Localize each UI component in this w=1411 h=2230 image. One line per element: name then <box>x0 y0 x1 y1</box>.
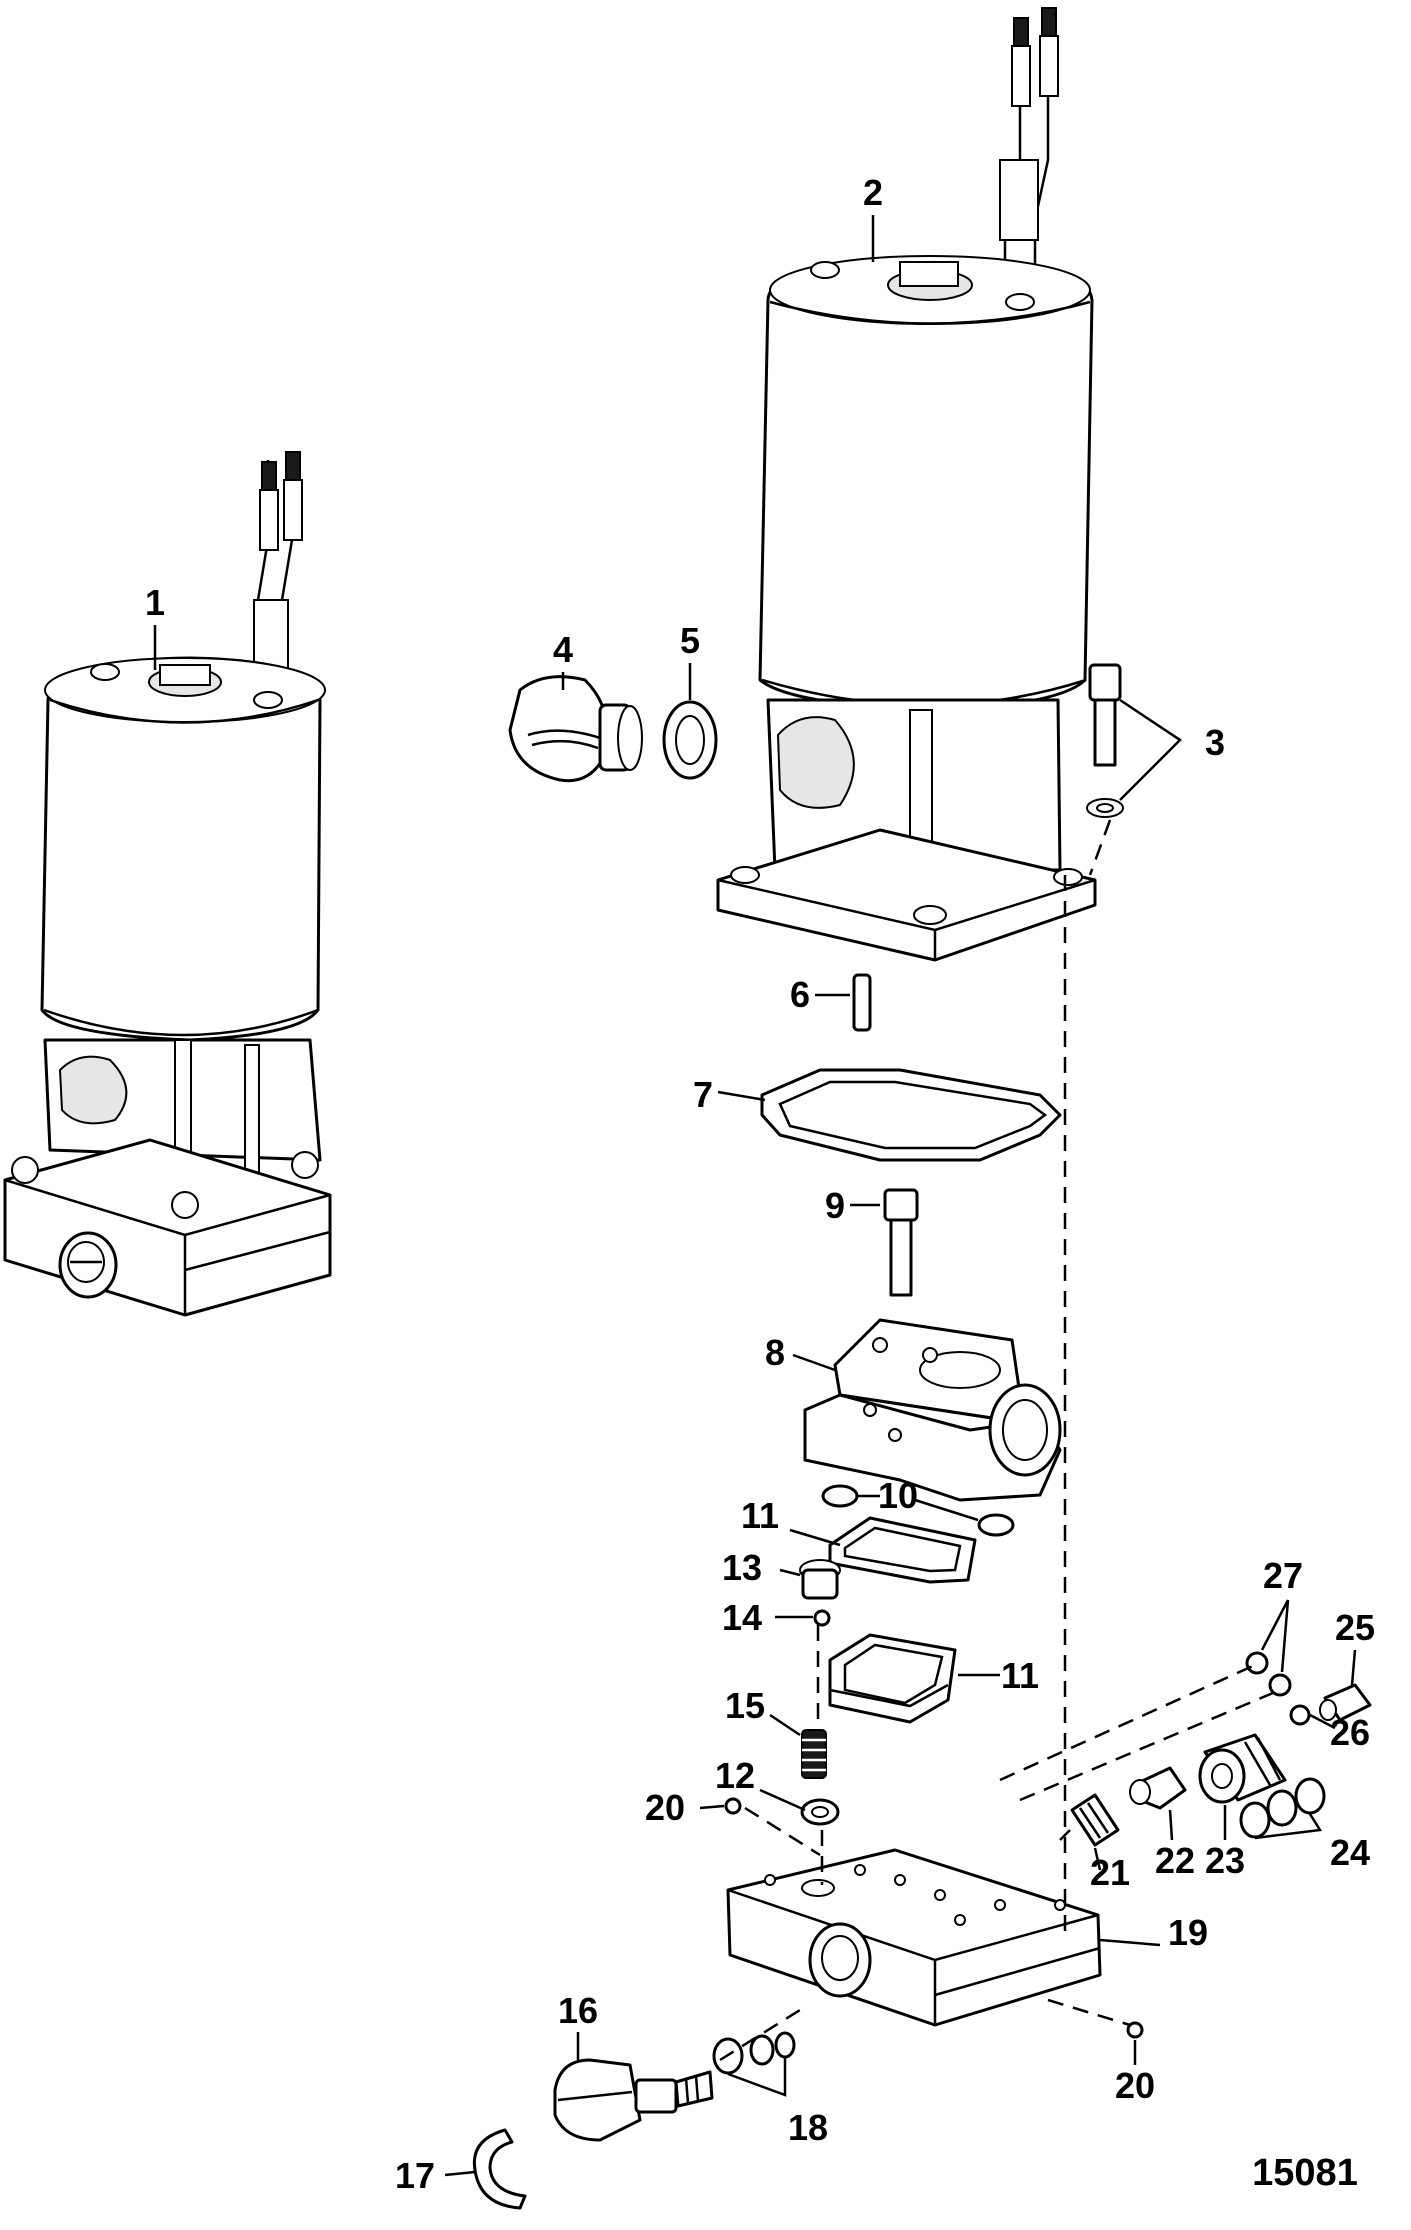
part-23-spool-valve <box>1198 1733 1287 1804</box>
callout-4: 4 <box>553 629 573 670</box>
part-18-o-rings <box>712 2031 796 2075</box>
callout-27: 27 <box>1263 1555 1303 1596</box>
callout-11-lower: 11 <box>1001 1655 1039 1696</box>
callout-7: 7 <box>693 1074 713 1115</box>
callout-3: 3 <box>1205 722 1225 763</box>
part-11-filter <box>828 1633 957 1724</box>
part-7-gasket <box>760 1068 1062 1162</box>
part-1-motor-assembly <box>3 451 332 1317</box>
callout-labels: 1 2 3 4 5 6 7 8 9 10 11 13 14 11 15 12 2… <box>145 172 1375 2196</box>
callout-18: 18 <box>788 2107 828 2148</box>
leader-lines <box>153 215 1357 2177</box>
callout-17: 17 <box>395 2155 435 2196</box>
callout-20-left: 20 <box>645 1787 685 1828</box>
part-3-screw-washer <box>1086 663 1124 818</box>
callout-20-right: 20 <box>1115 2065 1155 2106</box>
part-17-retaining-clip <box>472 2128 527 2210</box>
callout-24: 24 <box>1330 1832 1370 1873</box>
callout-16: 16 <box>558 1990 598 2031</box>
callout-19: 19 <box>1168 1912 1208 1953</box>
callout-1: 1 <box>145 582 165 623</box>
part-5-seal-washer <box>662 700 718 780</box>
part-25-check-valve <box>1319 1683 1372 1722</box>
callout-5: 5 <box>680 620 700 661</box>
part-10-o-rings <box>821 1484 1015 1537</box>
callout-13: 13 <box>722 1547 762 1588</box>
part-13-plug <box>799 1559 841 1600</box>
part-11-gasket-upper <box>828 1516 977 1584</box>
callout-22: 22 <box>1155 1840 1195 1881</box>
callout-9: 9 <box>825 1185 845 1226</box>
part-20-balls <box>724 1797 1144 2039</box>
callout-2: 2 <box>863 172 883 213</box>
part-24-o-rings <box>1239 1777 1326 1839</box>
callout-23: 23 <box>1205 1840 1245 1881</box>
part-22-fitting <box>1129 1766 1187 1810</box>
part-16-manual-release-valve <box>553 2058 714 2142</box>
part-9-screw <box>883 1188 919 1297</box>
callout-25: 25 <box>1335 1607 1375 1648</box>
figure-number: 15081 <box>1252 2152 1358 2194</box>
part-19-valve-body <box>726 1848 1102 2027</box>
part-14-ball <box>813 1609 831 1627</box>
callout-26: 26 <box>1330 1712 1370 1753</box>
alignment-lines <box>719 819 1281 2062</box>
callout-11-upper: 11 <box>741 1495 779 1536</box>
part-4-fill-plug <box>508 675 643 783</box>
callout-10: 10 <box>878 1475 918 1516</box>
part-2-pump-motor <box>716 7 1097 962</box>
part-15-spring <box>801 1729 827 1779</box>
part-12-washer <box>800 1798 840 1826</box>
part-26-27-o-rings <box>1245 1651 1311 1726</box>
callout-6: 6 <box>790 974 810 1015</box>
part-21-set-screw <box>1070 1793 1120 1847</box>
callout-12: 12 <box>715 1755 755 1796</box>
part-8-pump-body <box>803 1318 1062 1502</box>
callout-21: 21 <box>1090 1852 1130 1893</box>
part-6-dowel-pin <box>852 973 872 1032</box>
callout-14: 14 <box>722 1597 762 1638</box>
callout-15: 15 <box>725 1685 765 1726</box>
callout-8: 8 <box>765 1332 785 1373</box>
